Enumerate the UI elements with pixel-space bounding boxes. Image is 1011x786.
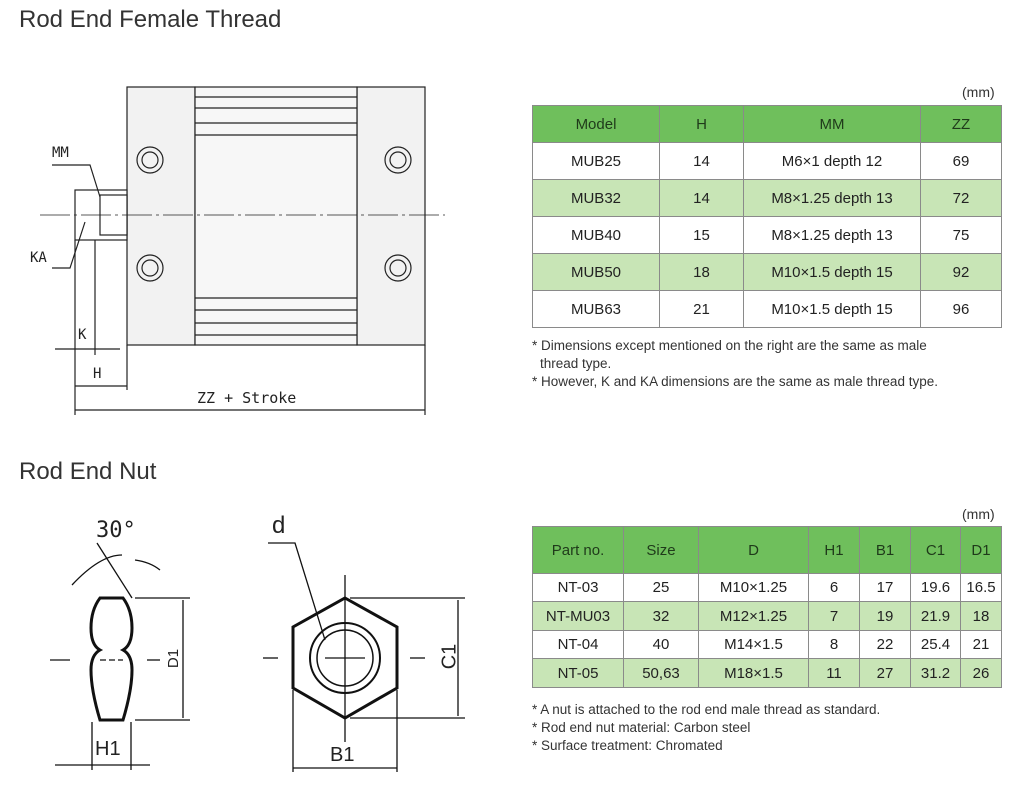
note: * However, K and KA dimensions are the s… [532,374,938,389]
cell: 6 [808,573,860,602]
cell: 96 [920,290,1002,328]
cell: M6×1 depth 12 [743,142,921,180]
col-header: MM [743,105,921,143]
col-header: Size [623,526,699,574]
label-d: d [272,512,286,539]
unit-label: (mm) [962,84,995,100]
col-header: B1 [859,526,911,574]
label-c1: C1 [438,643,461,670]
cell: 14 [659,179,744,217]
cell: M8×1.25 depth 13 [743,179,921,217]
cell: NT-05 [532,658,624,688]
cell: MUB40 [532,216,660,254]
label-angle: 30° [96,518,136,543]
note: * Rod end nut material: Carbon steel [532,720,751,735]
cell: 16.5 [960,573,1002,602]
cell: 25.4 [910,630,961,659]
col-header: Model [532,105,660,143]
label-h: H [93,366,102,382]
cell: NT-MU03 [532,601,624,631]
cell: 18 [659,253,744,291]
cell: M10×1.5 depth 15 [743,290,921,328]
note: thread type. [540,356,612,371]
col-header: H [659,105,744,143]
note: * Surface treatment: Chromated [532,738,723,753]
cell: 7 [808,601,860,631]
cell: 75 [920,216,1002,254]
col-header: D1 [960,526,1002,574]
label-mm: MM [52,145,69,161]
cell: 27 [859,658,911,688]
label-d1: D1 [165,648,183,669]
label-zz-stroke: ZZ + Stroke [197,389,297,407]
note: * Dimensions except mentioned on the rig… [532,338,927,353]
label-b1: B1 [330,744,355,766]
cell: MUB25 [532,142,660,180]
col-header: ZZ [920,105,1002,143]
cell: 69 [920,142,1002,180]
cell: 25 [623,573,699,602]
section-title-female-thread: Rod End Female Thread [19,6,282,33]
cell: 11 [808,658,860,688]
cell: 18 [960,601,1002,631]
note: * A nut is attached to the rod end male … [532,702,881,717]
cylinder-drawing [40,86,445,415]
cell: M8×1.25 depth 13 [743,216,921,254]
cell: M14×1.5 [698,630,809,659]
cell: 32 [623,601,699,631]
cell: 17 [859,573,911,602]
cell: M12×1.25 [698,601,809,631]
cell: 14 [659,142,744,180]
cell: 19 [859,601,911,631]
cell: 31.2 [910,658,961,688]
cell: 40 [623,630,699,659]
cell: 21 [960,630,1002,659]
port-icon [136,146,412,282]
cell: 72 [920,179,1002,217]
nut-drawing [50,542,465,772]
section-title-rod-end-nut: Rod End Nut [19,458,157,485]
col-header: H1 [808,526,860,574]
cell: 8 [808,630,860,659]
cell: 21 [659,290,744,328]
cell: NT-04 [532,630,624,659]
cell: 15 [659,216,744,254]
cell: 22 [859,630,911,659]
unit-label: (mm) [962,506,995,522]
cell: 21.9 [910,601,961,631]
col-header: Part no. [532,526,624,574]
cell: 19.6 [910,573,961,602]
col-header: C1 [910,526,961,574]
cell: M10×1.5 depth 15 [743,253,921,291]
cell: NT-03 [532,573,624,602]
cell: 26 [960,658,1002,688]
cell: MUB63 [532,290,660,328]
label-k: K [78,327,87,343]
label-h1: H1 [95,738,121,760]
cell: 50,63 [623,658,699,688]
label-ka: KA [30,250,47,266]
cell: 92 [920,253,1002,291]
col-header: D [698,526,809,574]
cell: M10×1.25 [698,573,809,602]
cell: MUB50 [532,253,660,291]
cell: M18×1.5 [698,658,809,688]
cell: MUB32 [532,179,660,217]
